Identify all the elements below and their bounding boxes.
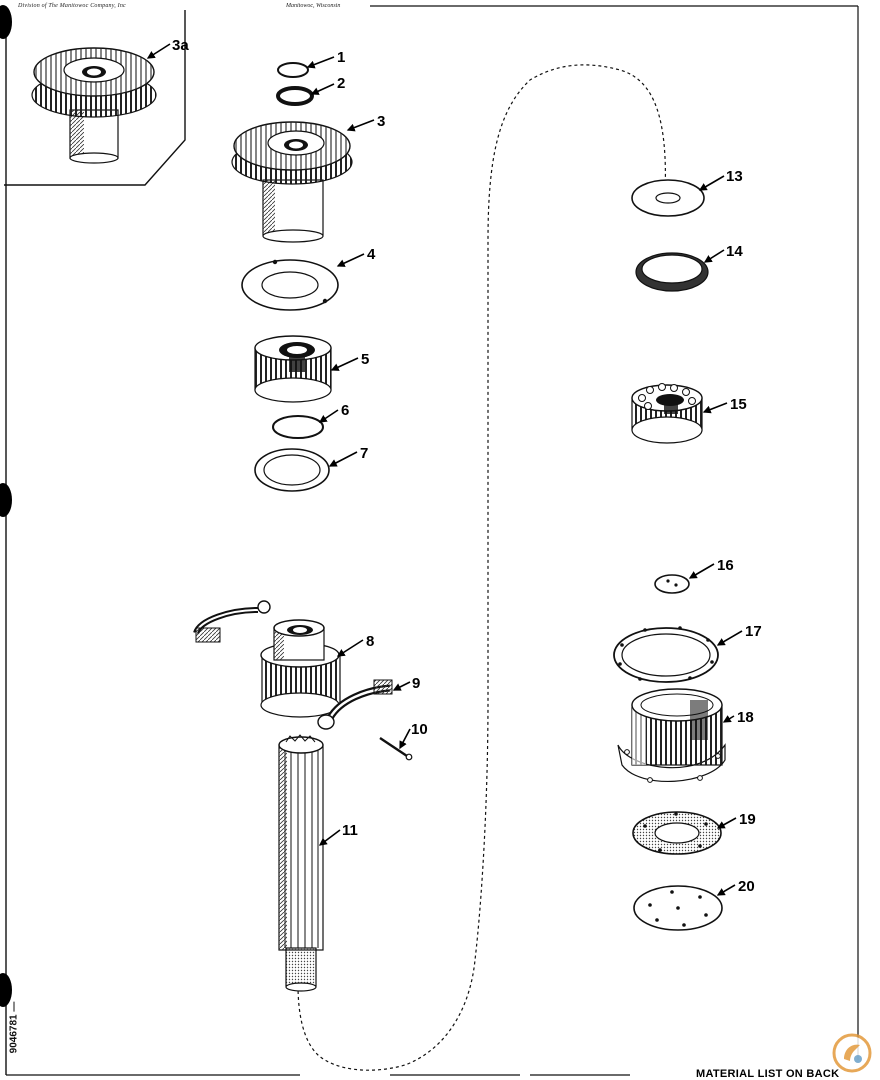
callout-labels: 1 2 3 3a 4 5 6 7 8 9 10 11 13 14 15 16 1… bbox=[172, 37, 762, 895]
part-11-splined-shaft bbox=[278, 734, 324, 992]
header-company: Division of The Manitowoc Company, Inc bbox=[18, 3, 126, 9]
callout-10: 10 bbox=[411, 721, 428, 738]
part-15-bearing bbox=[631, 383, 703, 444]
callout-19: 19 bbox=[739, 811, 756, 828]
watermark-logo-icon bbox=[832, 1033, 872, 1073]
callout-15: 15 bbox=[730, 396, 747, 413]
callout-9: 9 bbox=[412, 675, 420, 692]
callout-4: 4 bbox=[367, 246, 376, 263]
part-17-gasket bbox=[613, 626, 719, 683]
part-5-bearing bbox=[254, 335, 332, 403]
part-19-friction-disc bbox=[632, 811, 722, 855]
callout-17: 17 bbox=[745, 623, 762, 640]
part-8-pinion-gear bbox=[193, 600, 341, 718]
callout-8: 8 bbox=[366, 633, 374, 650]
part-13-cover-disc bbox=[631, 179, 705, 217]
header-location: Manitowoc, Wisconsin bbox=[286, 3, 341, 9]
part-2-washer bbox=[276, 86, 314, 106]
callout-6: 6 bbox=[341, 402, 349, 419]
callout-5: 5 bbox=[361, 351, 369, 368]
part-1-snap-ring bbox=[277, 62, 309, 78]
part-18-housing bbox=[617, 688, 726, 783]
callout-1: 1 bbox=[337, 49, 345, 66]
part-16-cap bbox=[654, 574, 690, 594]
callout-18: 18 bbox=[737, 709, 754, 726]
part-20-end-plate bbox=[633, 885, 723, 931]
callout-16: 16 bbox=[717, 557, 734, 574]
part-6-snap-ring bbox=[272, 415, 324, 439]
callout-3a: 3a bbox=[172, 37, 189, 54]
part-4-retainer-plate bbox=[241, 259, 339, 311]
part-3-bevel-gear bbox=[231, 121, 353, 243]
side-document-code: 9046781 — bbox=[8, 1001, 20, 1054]
binder-holes bbox=[0, 5, 12, 1007]
part-9-clamp-half bbox=[317, 679, 393, 730]
part-14-seal bbox=[635, 252, 709, 292]
page-border bbox=[5, 5, 859, 1076]
callout-20: 20 bbox=[738, 878, 755, 895]
callout-2: 2 bbox=[337, 75, 345, 92]
dashed-routing-line bbox=[297, 64, 667, 1071]
material-list-note: MATERIAL LIST ON BACK bbox=[696, 1068, 840, 1080]
leader-lines bbox=[146, 43, 743, 896]
inset-frame bbox=[4, 10, 186, 186]
callout-3: 3 bbox=[377, 113, 385, 130]
part-3a-bevel-gear bbox=[31, 47, 157, 164]
callout-11: 11 bbox=[342, 822, 358, 839]
part-10-pin bbox=[379, 737, 413, 761]
callout-13: 13 bbox=[726, 168, 743, 185]
part-7-shim bbox=[254, 448, 330, 492]
callout-7: 7 bbox=[360, 445, 368, 462]
callout-14: 14 bbox=[726, 243, 743, 260]
